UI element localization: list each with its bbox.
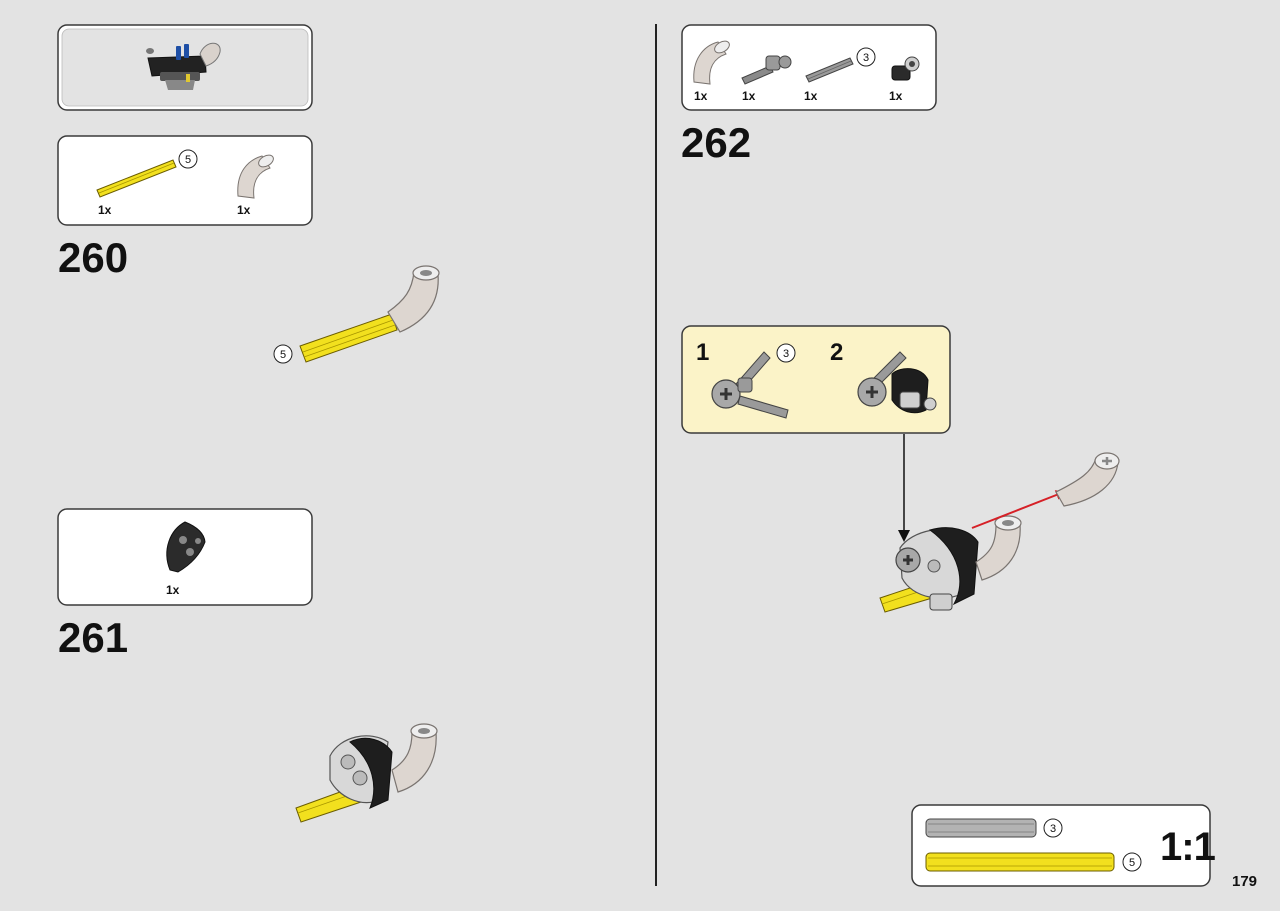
multiplier-badge: 5 (1122, 852, 1142, 872)
parts-list-262: 1x 1x 3 1x 1x (681, 24, 937, 111)
part-qty: 1x (166, 583, 180, 597)
scale-label: 1:1 (1160, 825, 1216, 869)
substep-1-illustration (711, 351, 789, 419)
substep-label-2: 2 (830, 339, 843, 366)
part-qty: 1x (889, 89, 903, 103)
parts-list-261: 1x (57, 508, 313, 606)
assembly-262 (879, 515, 1022, 613)
substep-callout: 1 3 2 (681, 325, 951, 434)
part-qty: 1x (694, 89, 708, 103)
page-number: 179 (1232, 873, 1257, 890)
submodel-icon (146, 42, 221, 90)
svg-text:5: 5 (185, 154, 191, 166)
multiplier-badge: 3 (776, 343, 796, 363)
yellow-axle-5-icon (925, 852, 1115, 872)
svg-text:3: 3 (863, 52, 869, 64)
black-pin-connector-icon (891, 56, 920, 81)
assembly-260 (299, 265, 440, 363)
svg-text:3: 3 (783, 348, 789, 360)
step-number-260: 260 (58, 234, 128, 281)
parts-list-260: 5 1x 1x (57, 135, 313, 226)
callout-badge-260: 5 (273, 344, 293, 364)
part-qty: 1x (237, 203, 251, 217)
part-qty: 1x (804, 89, 818, 103)
multiplier-badge: 5 (178, 149, 198, 169)
scale-reference: 3 5 1:1 (911, 804, 1217, 887)
substep-label-1: 1 (696, 339, 709, 366)
white-elbow-icon (237, 154, 274, 199)
assembly-261 (295, 723, 438, 823)
svg-text:5: 5 (1129, 857, 1135, 869)
multiplier-badge: 3 (856, 47, 876, 67)
black-liftarm-curved-icon (166, 521, 206, 573)
multiplier-badge: 3 (1043, 818, 1063, 838)
yellow-axle-5-icon (96, 159, 177, 198)
svg-text:5: 5 (280, 349, 286, 361)
gray-axle-3-icon (925, 818, 1037, 838)
part-qty: 1x (742, 89, 756, 103)
insert-arrow (971, 490, 1066, 529)
substep-2-illustration (857, 351, 937, 414)
step-number-262: 262 (681, 119, 751, 166)
part-qty: 1x (98, 203, 112, 217)
gray-axle-connector-icon (741, 55, 792, 85)
gray-axle-3-icon (805, 57, 854, 83)
step-number-261: 261 (58, 614, 128, 661)
submodel-thumbnail (57, 24, 313, 111)
svg-text:3: 3 (1050, 823, 1056, 835)
white-elbow-icon (693, 40, 730, 85)
floating-elbow (1055, 452, 1120, 507)
